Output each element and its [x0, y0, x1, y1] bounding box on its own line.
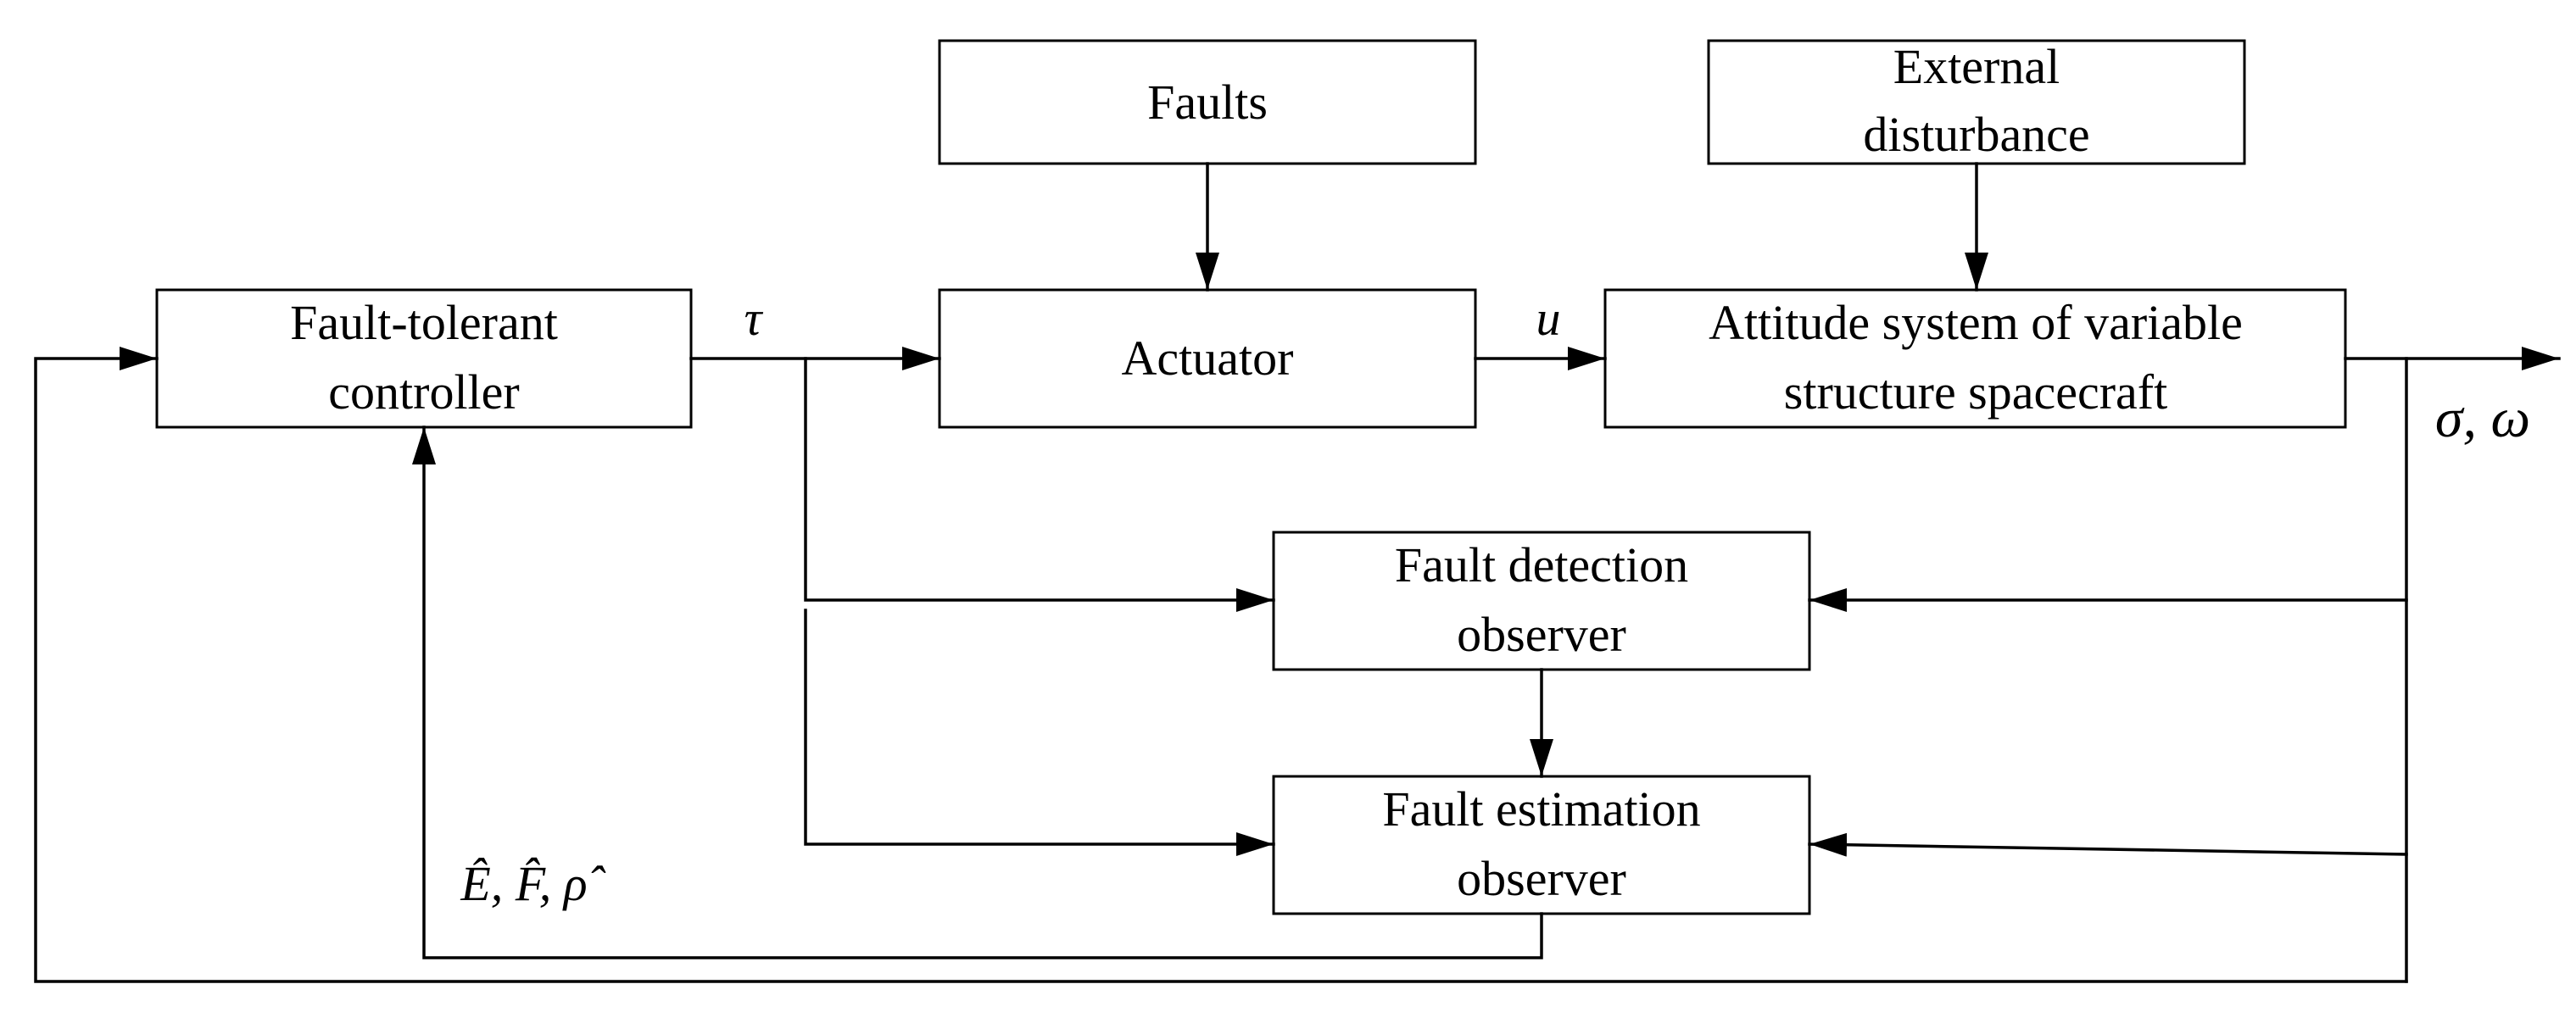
actuator-block: Actuator: [938, 288, 1477, 429]
faults-block: Faults: [938, 39, 1477, 165]
fault-estimation-observer-label-line1: Fault estimation: [1382, 781, 1700, 837]
actuator-label: Actuator: [1122, 331, 1294, 386]
faults-label: Faults: [1147, 75, 1268, 130]
external-disturbance-label-line1: External: [1893, 39, 2060, 94]
fault-detection-observer-label-line1: Fault detection: [1395, 537, 1688, 592]
estimates-feedback-arrow: [412, 425, 1543, 959]
fault-detection-observer-label-line2: observer: [1457, 607, 1626, 662]
attitude-system-block: Attitude system of variable structure sp…: [1603, 288, 2347, 429]
output-signal-label: σ, ω: [2435, 387, 2530, 449]
attitude-system-label-line1: Attitude system of variable: [1709, 295, 2243, 350]
estimates-signal-label: Ê, F̂, ρ̂: [460, 856, 605, 911]
external-disturbance-block: External disturbance: [1707, 39, 2246, 165]
fault-tolerant-controller-label-line2: controller: [328, 364, 519, 420]
tau-branch-to-detection-arrow: [804, 357, 1275, 612]
fault-tolerant-controller-block: Fault-tolerant controller: [155, 288, 693, 429]
fault-estimation-observer-block: Fault estimation observer: [1272, 775, 1811, 915]
attitude-system-label-line2: structure spacecraft: [1784, 364, 2167, 420]
tau-signal-label: τ: [744, 291, 764, 346]
fault-estimation-observer-label-line2: observer: [1457, 851, 1626, 906]
fault-detection-observer-block: Fault detection observer: [1272, 531, 1811, 671]
output-to-estimation-arrow: [1808, 832, 2408, 857]
u-signal-label: u: [1536, 291, 1561, 346]
fault-tolerant-controller-label-line1: Fault-tolerant: [290, 295, 558, 350]
state-feedback-arrow: [34, 347, 2408, 983]
tau-branch-to-estimation-arrow: [804, 609, 1275, 856]
external-disturbance-label-line2: disturbance: [1863, 107, 2089, 162]
